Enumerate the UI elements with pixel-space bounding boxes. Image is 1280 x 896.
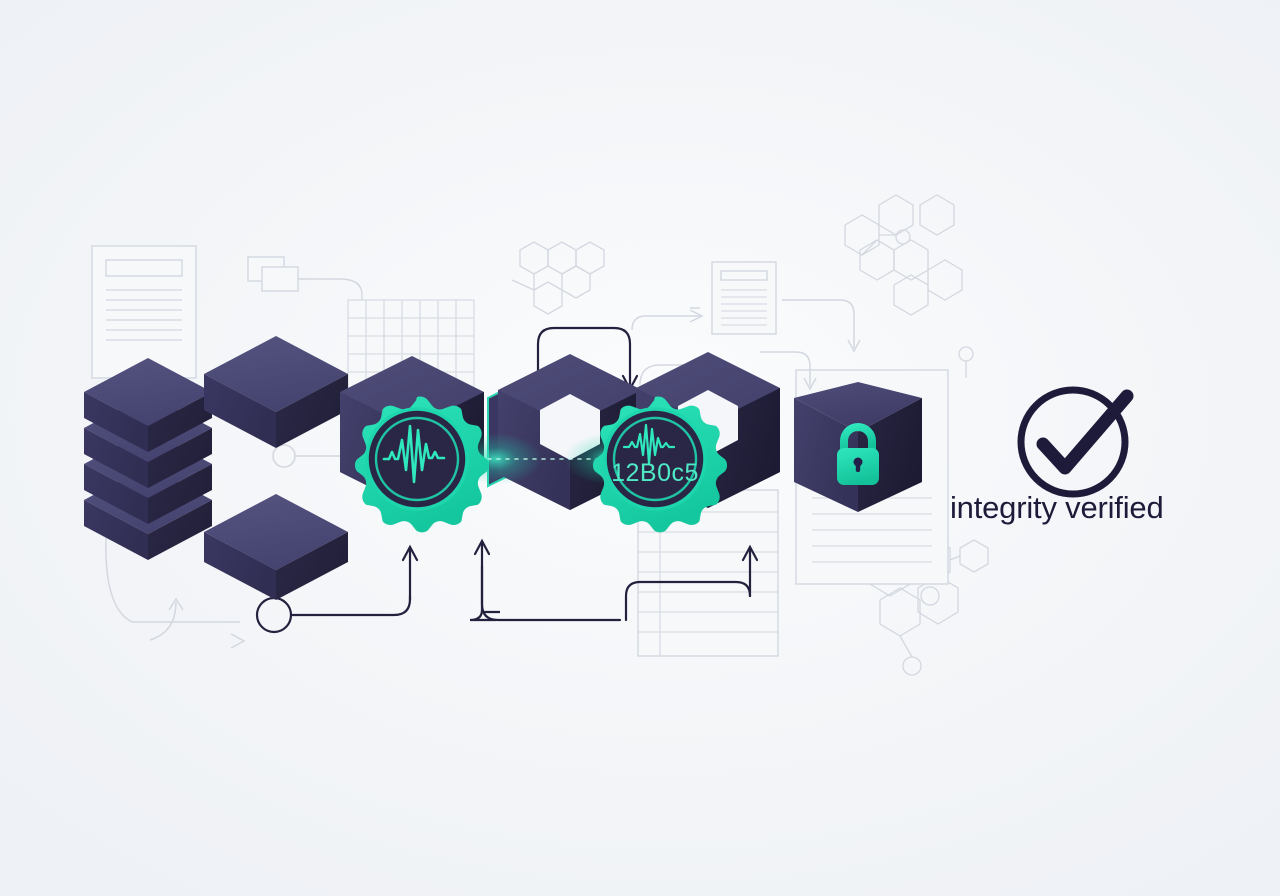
cube-lower-left bbox=[204, 494, 348, 600]
waveform-icon bbox=[622, 423, 676, 465]
signature-seal-badge[interactable] bbox=[354, 396, 490, 533]
connector-node-circle-mid bbox=[255, 594, 412, 634]
document-top-left bbox=[91, 245, 197, 379]
cube-upper-left bbox=[204, 336, 348, 448]
flowchart-node-pair bbox=[247, 256, 363, 330]
stack-layer bbox=[84, 358, 212, 452]
database-stack bbox=[84, 358, 212, 560]
connector-arrow-up-center bbox=[469, 538, 500, 622]
connector-node-circle-left bbox=[272, 444, 340, 468]
integrity-status-text: integrity verified bbox=[950, 490, 1164, 525]
check-circle-icon bbox=[1017, 386, 1134, 498]
lock-icon bbox=[837, 423, 879, 485]
connector-flow-doc-to-hex-2 bbox=[760, 351, 817, 391]
waveform-icon bbox=[382, 424, 446, 484]
connector-arrow-up-left bbox=[401, 544, 419, 602]
molecule-lattice-top-right bbox=[844, 194, 974, 378]
molecule-lattice-top-center bbox=[511, 241, 605, 315]
document-top-right bbox=[711, 261, 777, 335]
status-label-wrap: integrity verified bbox=[950, 492, 1210, 523]
connector-flow-right-upper bbox=[631, 309, 704, 331]
connector-flow-bottom-left bbox=[105, 537, 246, 649]
connector-arrow-up-right bbox=[624, 544, 759, 622]
hash-seal-label: 12B0c5 bbox=[611, 459, 699, 487]
connector-flow-doc-to-hex bbox=[782, 299, 861, 353]
lock-cube[interactable] bbox=[794, 382, 922, 512]
hash-seal-badge[interactable]: 12B0c5 bbox=[592, 396, 728, 533]
connector-elbow-center-long bbox=[480, 564, 622, 622]
